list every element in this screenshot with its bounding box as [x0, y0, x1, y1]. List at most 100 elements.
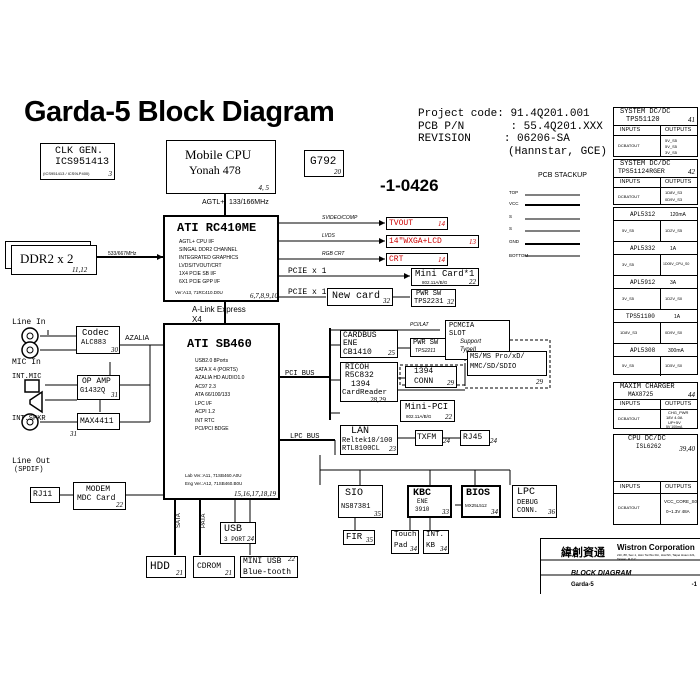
charger-out1: CHG_PWR [668, 410, 689, 415]
modem-block: MODEM MDC Card 22 [73, 482, 126, 510]
clk-gen-note: (ICS951413 / ICS9LP400) [43, 171, 90, 176]
sio-block: SIO NS87381 35 [338, 485, 383, 518]
lan-part: Reltek10/100 [342, 437, 393, 445]
sio-label: SIO [345, 488, 364, 499]
bios-block: BIOS MX25L512 34 [461, 485, 501, 518]
spdif-label: (SPDIF) [14, 466, 44, 474]
title-block: 緯創資通 Wistron Corporation 21F, 88, Sec.1,… [540, 538, 700, 594]
g792-label: G792 [310, 156, 337, 168]
cardbus-title: CARDBUS [343, 331, 377, 340]
pcmcia-slot-label: SLOT [449, 330, 466, 338]
sysdc1-title: SYSTEM DC/DC [620, 108, 671, 116]
opamp-page: 31 [111, 391, 118, 399]
nb-feature: AGTL+ CPU I/F [179, 239, 215, 245]
g792-block: G792 20 [304, 150, 344, 177]
project-info: Project code: 91.4Q201.001 PCB P/N : 55.… [418, 108, 607, 158]
charger-out2: 18V 4.0A [666, 415, 683, 420]
southbridge-block: ATI SB460 USB2.0 8Ports SATA X 4 (PORTS)… [163, 323, 280, 500]
mini-usb-label: MINI USB [243, 557, 282, 566]
sb-page: 15,16,17,18,19 [234, 490, 276, 498]
nb-page: 6,7,8,9,10 [250, 292, 278, 300]
bios-part: MX25L512 [465, 503, 487, 508]
rj45-page: 24 [490, 437, 497, 445]
conn1394-page: 29 [447, 379, 454, 387]
sysdc2-title: SYSTEM DC/DC [620, 160, 671, 168]
alink-width: X4 [192, 315, 202, 324]
sio-page: 35 [374, 510, 381, 518]
ricoh-page: 28,29 [370, 396, 386, 404]
cpudc-in: DCBATOUT [618, 505, 640, 510]
ms-line1: MS/MS Pro/xD/ [470, 353, 525, 361]
charger-out3: UP+5V [668, 420, 681, 425]
sb-version-eng: Eng Ver.:A12, 71SB460.B0U [185, 481, 243, 486]
sysdc1-out: 3V_S5 [665, 150, 678, 155]
charger-inputs: INPUTS [620, 401, 641, 407]
sb-feature: ATA 66/100/133 [195, 392, 231, 398]
company-name: Wistron Corporation [617, 543, 695, 552]
pwrsw-pcmcia-part: TPS2211 [415, 348, 436, 354]
minicard-page: 22 [469, 278, 476, 286]
pcb-label: PCB P/N [418, 120, 465, 133]
pwrsw-newcard-page: 32 [447, 298, 454, 306]
cpu-page: 4, 5 [258, 184, 270, 192]
model-name: Garda-5 [571, 582, 594, 588]
cdrom-label: CDROM [197, 562, 222, 571]
lpc-debug-sub: DEBUG [517, 499, 539, 507]
int-kb-page: 34 [440, 545, 447, 553]
ricoh-title: RICOH [345, 363, 370, 372]
charger-part: MAX8725 [628, 391, 654, 398]
codec-block: Codec ALC883 30 [76, 326, 120, 354]
usb-sub: 3 PORT [224, 536, 246, 543]
ms-line2: MMC/SD/SDIO [470, 363, 517, 371]
northbridge-block: ATI RC410ME AGTL+ CPU I/F SINGAL DDR2 CH… [163, 215, 279, 302]
usb-label: USB [224, 524, 243, 535]
ricoh-block: RICOH R5C832 1394 CardReader [340, 362, 398, 402]
lpc-bus-label: LPC BUS [290, 433, 320, 441]
pcmcia-label: PCMCIA [449, 322, 475, 330]
regulators-table: APL5312 120mA 5V_S5 1D2V_S5 APL5332 1A 3… [613, 207, 698, 376]
sb-feature: AC97 2.3 [195, 383, 216, 390]
regulator-out: 1D05V_CPU_S0 [663, 262, 690, 266]
pci-bus-label: PCI BUS [285, 370, 315, 378]
speaker-icon [26, 393, 27, 394]
tvout-label: TVOUT [389, 219, 414, 228]
stackup-layer: S [509, 214, 513, 219]
crt-page: 14 [438, 256, 445, 264]
regulator-in: 5V_S5 [622, 363, 635, 368]
svideo-label: SVIDEO/COMP [322, 215, 358, 221]
ddr-block: DDR2 x 2 11,12 [11, 245, 97, 275]
stackup-layer: BOTTOM [509, 253, 529, 258]
sysdc1-page: 41 [688, 116, 695, 124]
regulator-part: APL5308 [630, 347, 656, 354]
cpudc-page: 39,40 [679, 445, 695, 453]
pcie1-label: PCIE x 1 [288, 267, 327, 276]
nb-feature: SINGAL DDR2 CHANNEL [179, 247, 238, 253]
sysdc2-part: TPS51124RGER [618, 168, 665, 175]
regulator-row: APL5912 3A 3V_S5 1D2V_S0 [614, 276, 697, 309]
hdd-label: HDD [150, 561, 170, 573]
regulator-out: 1D2V_S0 [665, 296, 683, 301]
cdrom-page: 21 [225, 569, 232, 577]
ms-page: 29 [536, 378, 543, 386]
usb-page: 24 [247, 535, 254, 543]
minipci-sub: 802.11A/B/G [406, 414, 432, 419]
txfm-label: TXFM [417, 433, 437, 442]
revision-code: -1 [691, 582, 697, 588]
sysdc2-outputs: OUTPUTS [665, 179, 692, 185]
cpudc-inputs: INPUTS [620, 484, 641, 490]
cpu-dcdc-table: CPU DC/DC ISL6262 39,40 INPUTS OUTPUTS D… [613, 434, 698, 525]
cpudc-title: CPU DC/DC [628, 435, 666, 443]
nb-title: ATI RC410ME [177, 221, 257, 235]
charger-out4: 5V 100mA [666, 425, 683, 429]
pwrsw-newcard-label: PWR SW [416, 290, 442, 298]
cpudc-outputs: OUTPUTS [665, 484, 692, 490]
regulator-row: APL5312 120mA 5V_S5 1D2V_S5 [614, 208, 697, 241]
modem-page: 22 [116, 501, 123, 509]
nb-version: Ver:A13, 71RC410.D0U [175, 290, 223, 295]
sata-label: SATA [176, 513, 182, 528]
stackup-layer: GND [509, 239, 519, 244]
agtl-freq: 133/166MHz [229, 199, 269, 206]
ddr-page: 11,12 [72, 266, 88, 274]
mic-in-label: MIC In [12, 358, 41, 367]
page-title: Garda-5 Block Diagram [24, 96, 335, 128]
